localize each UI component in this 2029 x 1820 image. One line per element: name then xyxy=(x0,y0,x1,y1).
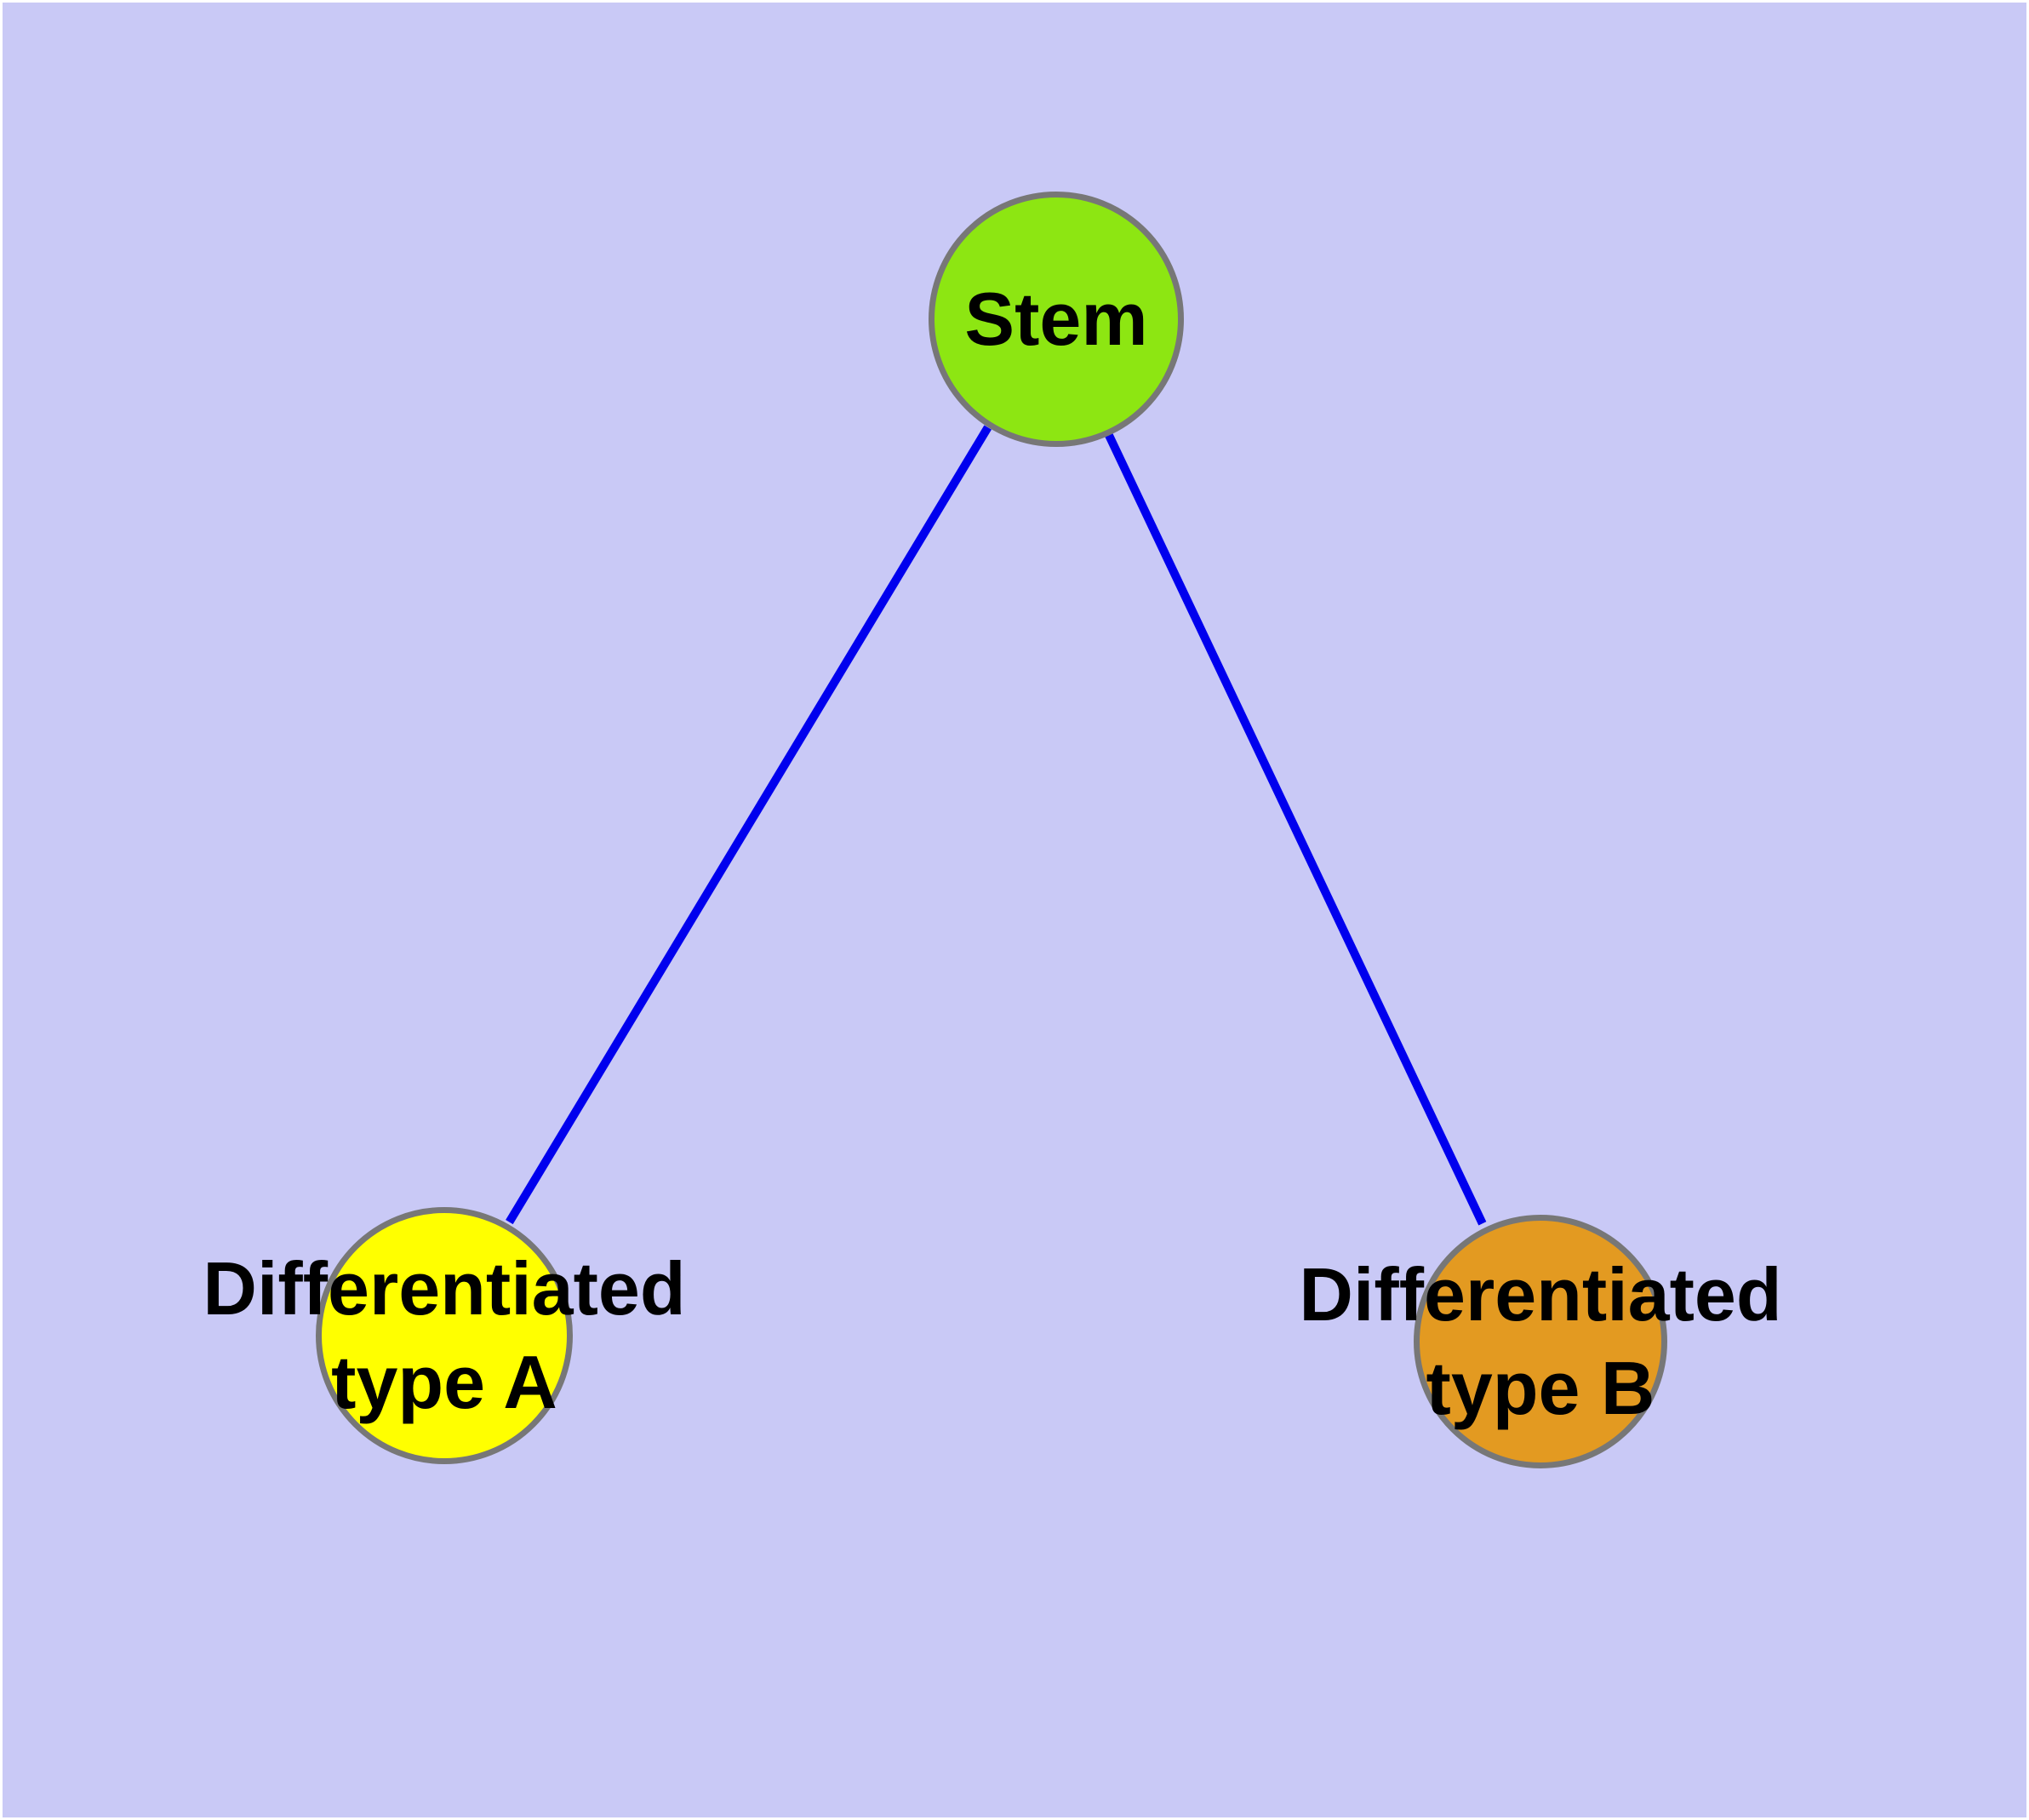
stem-node-label: Stem xyxy=(964,272,1147,366)
stem-node-circle xyxy=(929,192,1184,447)
type-a-label-line-2: type A xyxy=(331,1340,557,1424)
type-b-node-circle xyxy=(1414,1215,1667,1468)
type-b-label-line-1: Differentiated xyxy=(1299,1252,1782,1336)
edge-layer xyxy=(506,425,1487,1226)
type-a-node-circle xyxy=(316,1207,573,1464)
type-a-node-label: Differentiated type A xyxy=(203,1242,685,1429)
type-b-node-label: Differentiated type B xyxy=(1299,1248,1781,1435)
edge-stem-to-type-a xyxy=(506,425,992,1225)
edge-stem-to-type-b xyxy=(1104,431,1487,1226)
type-b-label-line-2: type B xyxy=(1426,1346,1655,1430)
stem-label-line: Stem xyxy=(964,277,1148,361)
type-a-label-line-1: Differentiated xyxy=(203,1246,686,1331)
